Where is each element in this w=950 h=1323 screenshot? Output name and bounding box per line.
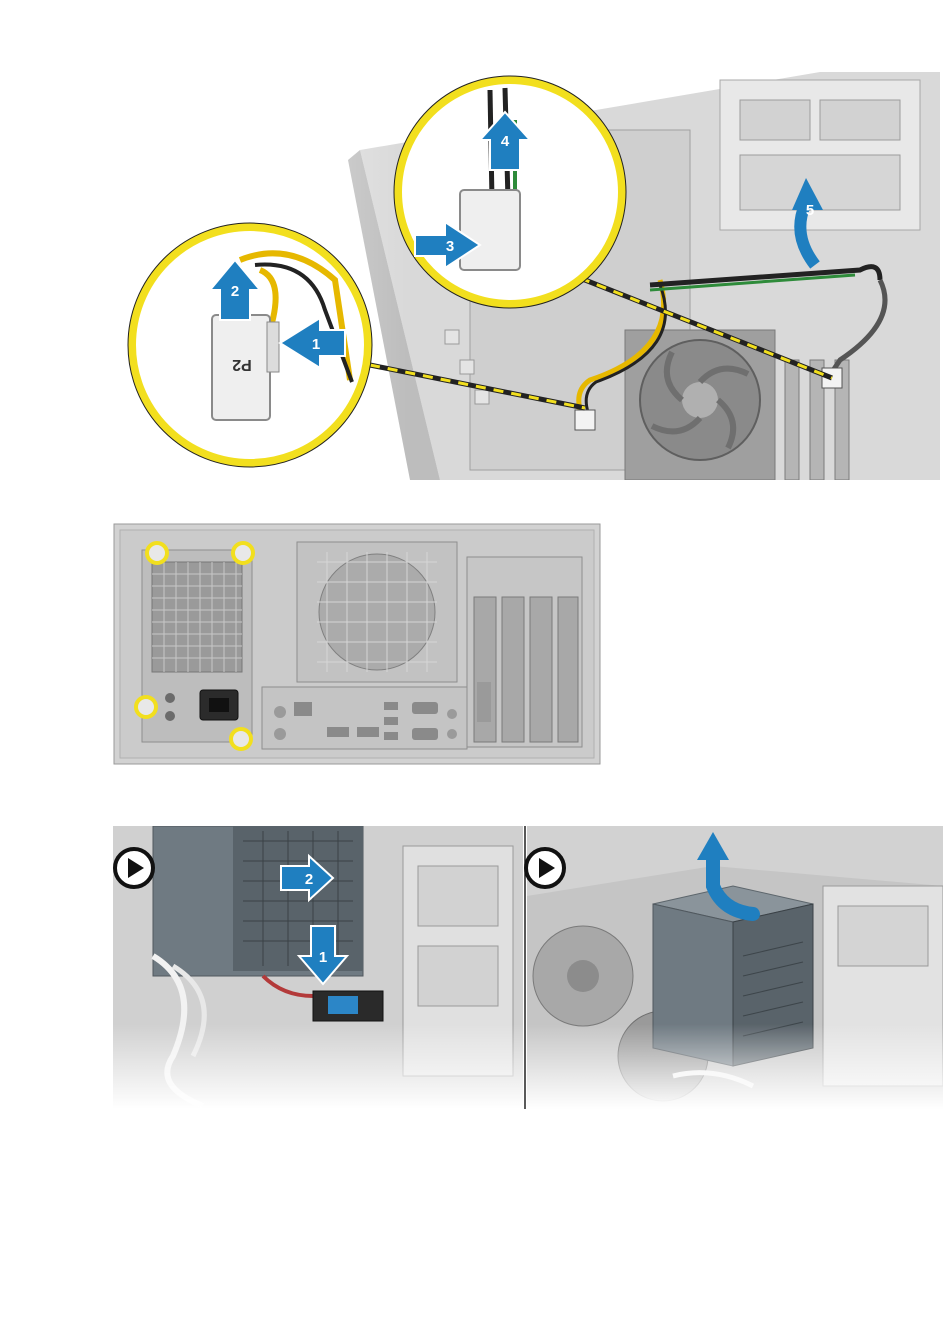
screw-bottom-left xyxy=(136,697,156,717)
figure-disconnect-power-cables: P2 2 1 4 3 xyxy=(120,60,940,480)
step-marker-left xyxy=(115,849,153,887)
step-number: 1 xyxy=(319,949,327,966)
figure-remove-power-supply: 2 1 xyxy=(113,826,943,1109)
step-number: 2 xyxy=(305,871,313,888)
step-number: 5 xyxy=(806,202,814,219)
io-panel xyxy=(262,687,467,749)
connector-label: P2 xyxy=(232,356,252,373)
callout-4pin-connector xyxy=(394,76,626,308)
screw-top-right xyxy=(233,543,253,563)
step-number: 4 xyxy=(501,133,510,150)
panel-lift-psu xyxy=(527,826,943,1109)
screw-top-left xyxy=(147,543,167,563)
step-number: 1 xyxy=(312,336,320,353)
psu-removal-illustration: 2 1 xyxy=(113,826,943,1109)
4pin-connector xyxy=(460,190,520,270)
step-marker-right xyxy=(526,849,564,887)
rear-panel-illustration xyxy=(112,522,602,767)
power-supply xyxy=(142,550,252,742)
figure-rear-panel-screws xyxy=(112,522,602,767)
power-cable-illustration: P2 2 1 4 3 xyxy=(120,60,940,480)
step-number: 3 xyxy=(446,238,454,255)
expansion-slots xyxy=(467,557,582,747)
step-number: 2 xyxy=(231,283,239,300)
screw-bottom-right xyxy=(231,729,251,749)
chassis-fan xyxy=(297,542,457,682)
